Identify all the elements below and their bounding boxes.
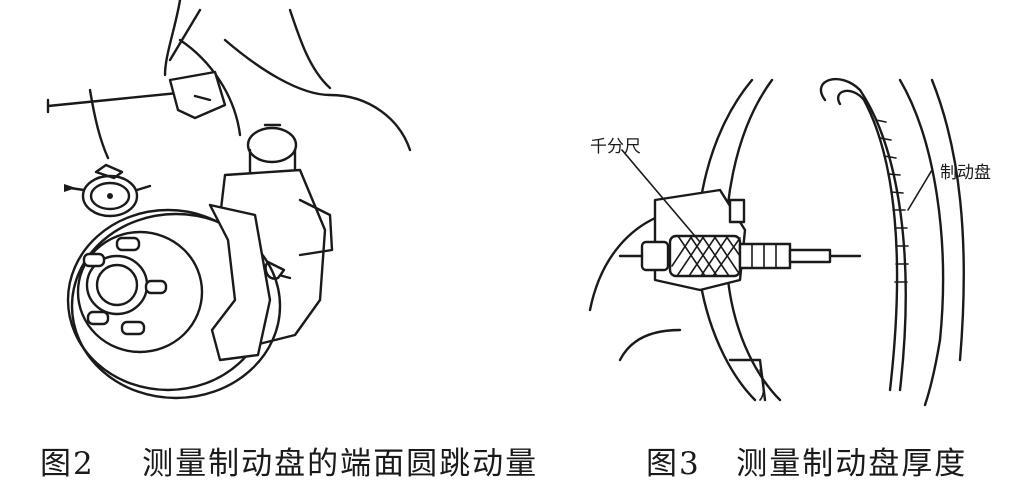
- figure-3-caption: 图3 测量制动盘厚度: [646, 438, 967, 483]
- brake-disc-label: 制动盘: [940, 163, 991, 183]
- figure-2-caption-text: 测量制动盘的端面圆跳动量: [142, 446, 539, 482]
- figure-3-thickness-illustration: [560, 60, 1021, 420]
- figure-2-number: 图2: [40, 446, 95, 482]
- figure-2-caption: 图2 测量制动盘的端面圆跳动量: [40, 438, 538, 483]
- figure-3-caption-text: 测量制动盘厚度: [736, 446, 968, 482]
- micrometer-label: 千分尺: [590, 137, 641, 157]
- figure-2-runout-illustration: [0, 0, 560, 420]
- figure-3-number: 图3: [646, 446, 701, 482]
